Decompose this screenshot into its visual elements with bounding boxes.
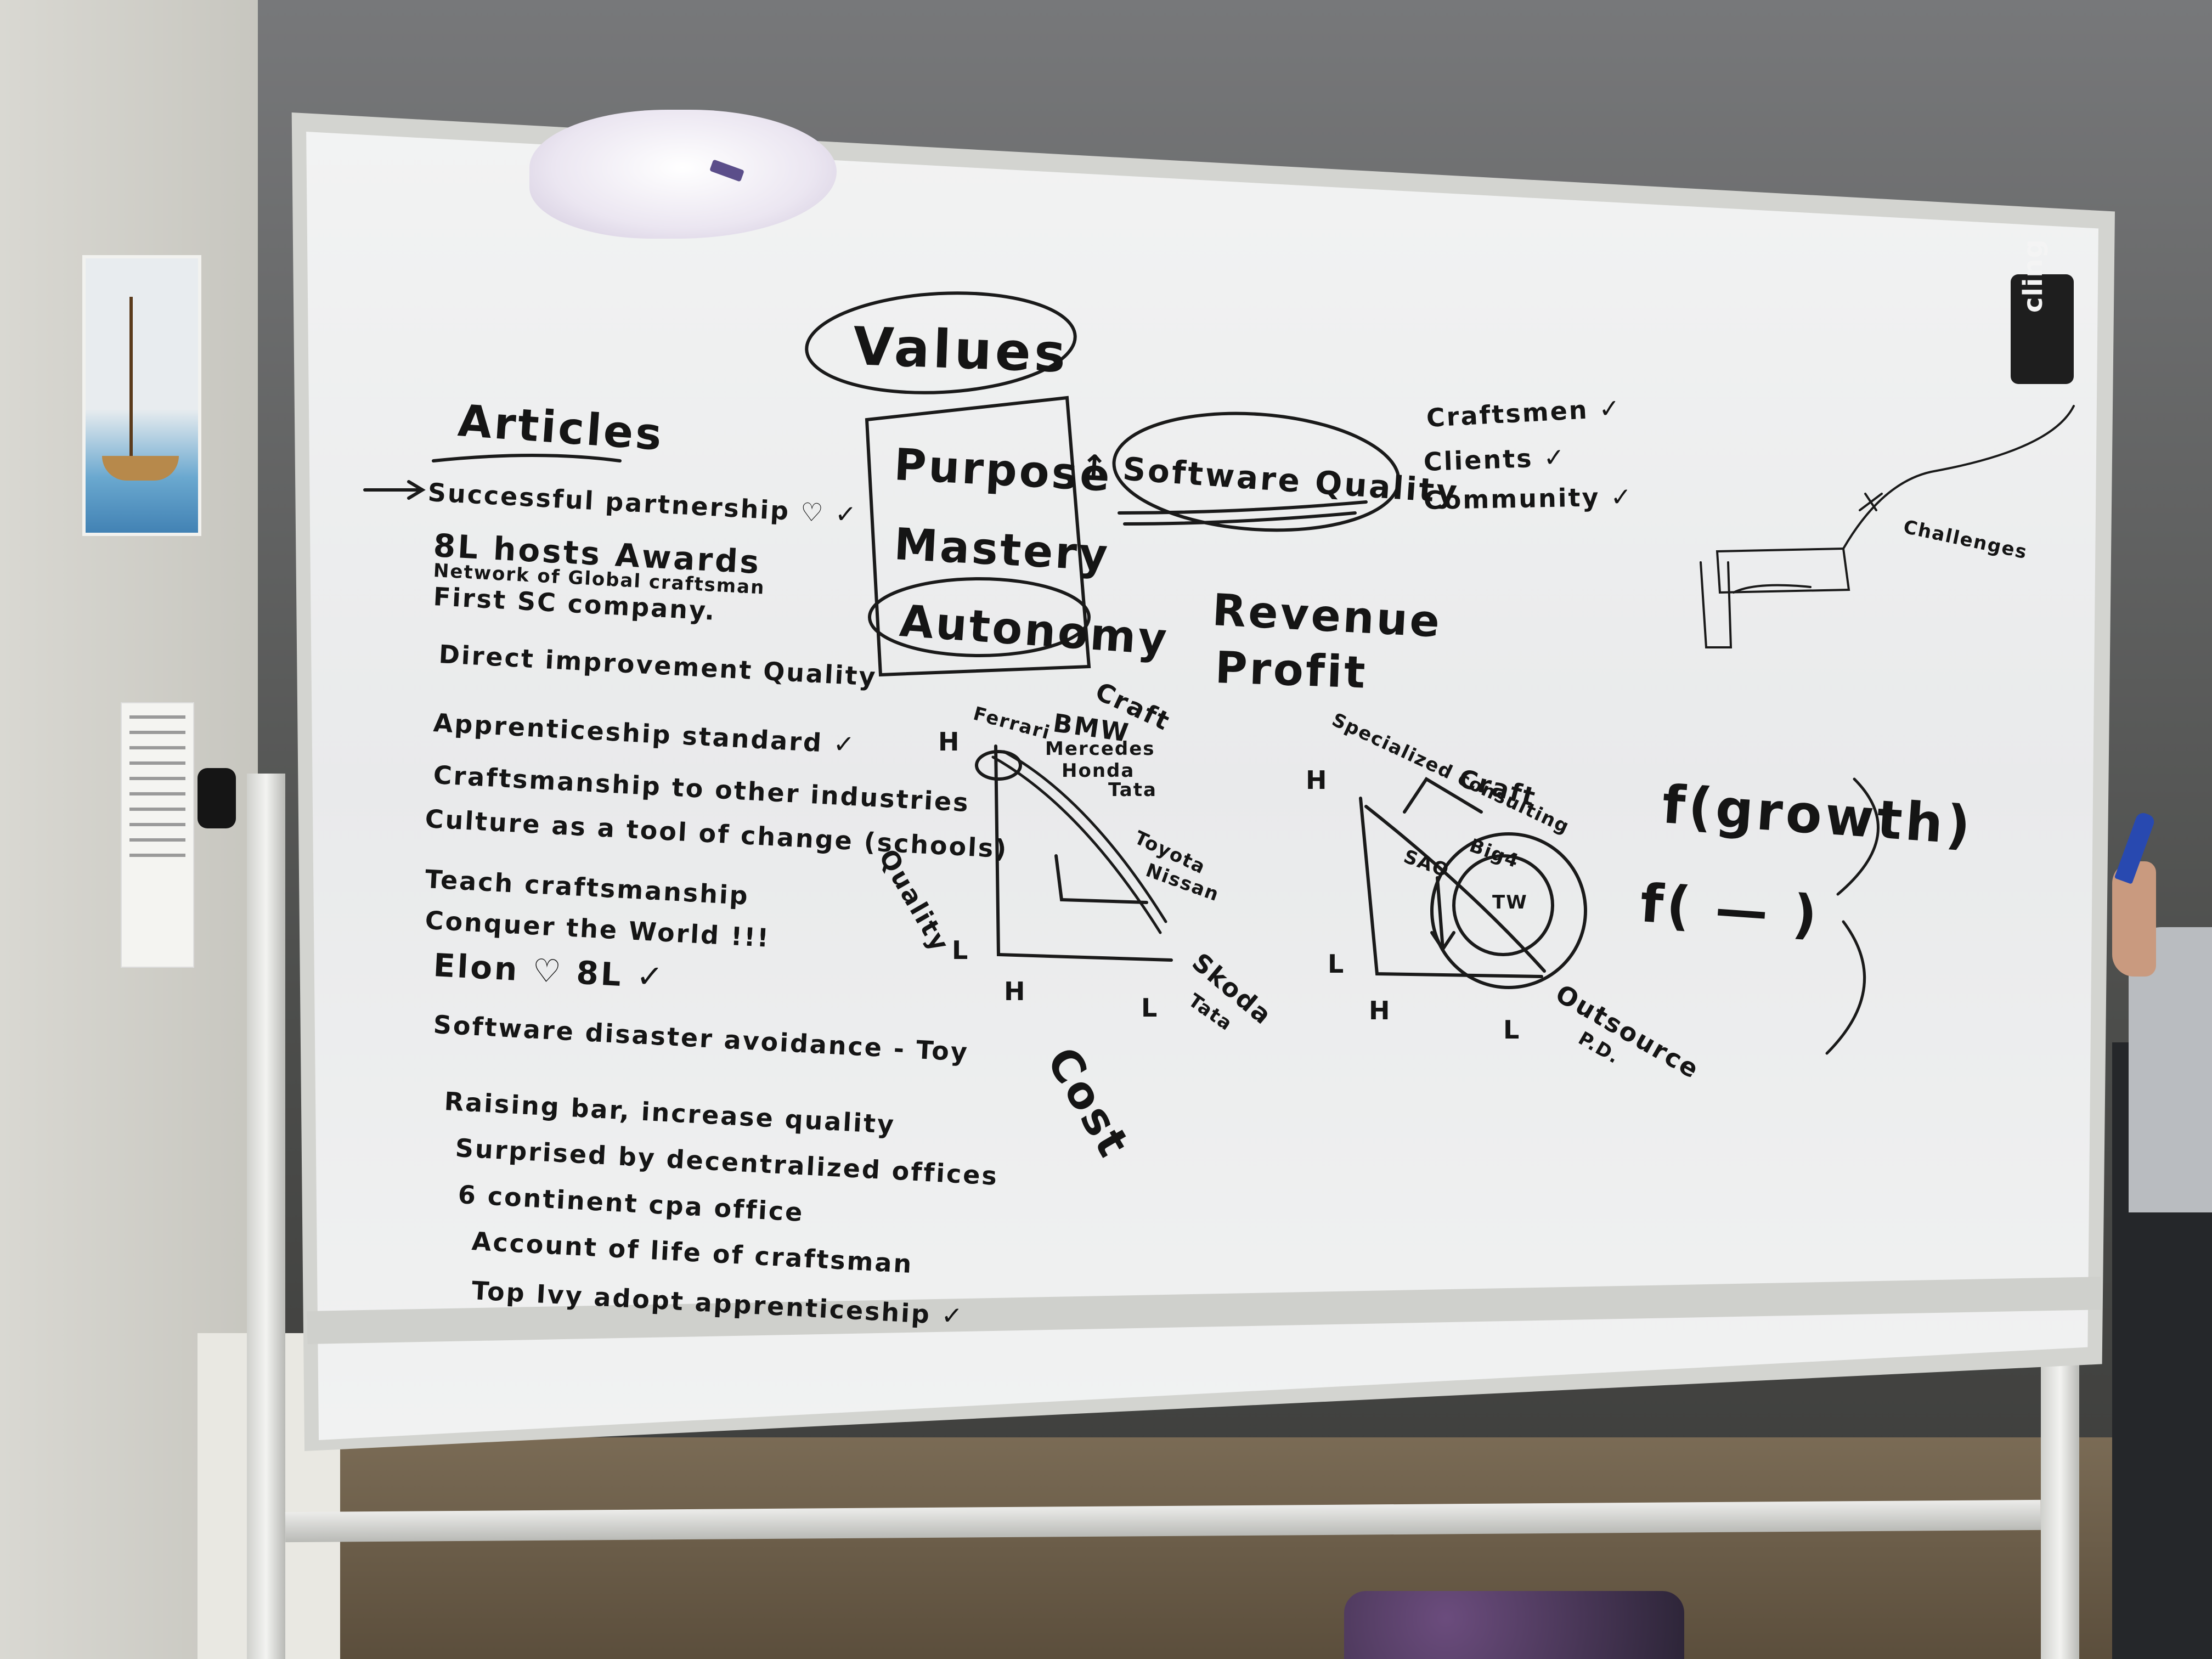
graph1-y-high: H xyxy=(938,727,961,757)
graph2-x-high: H xyxy=(1369,996,1392,1025)
graph2-x-low: L xyxy=(1503,1015,1521,1045)
graph1-x-low: L xyxy=(1141,993,1159,1023)
graph2-tw: TW xyxy=(1492,891,1528,913)
stand-knob xyxy=(198,768,236,828)
ship-painting xyxy=(82,255,201,536)
graph1-mercedes: Mercedes xyxy=(1045,738,1155,760)
graph1-honda: Honda xyxy=(1062,760,1135,782)
graph2-y-low: L xyxy=(1328,949,1346,979)
wall-notice xyxy=(121,702,194,968)
graph1-y-low: L xyxy=(952,935,970,965)
values-heading: Values xyxy=(852,315,1070,385)
stakeholder-community: Community ✓ xyxy=(1423,482,1634,515)
eraser[interactable] xyxy=(2011,274,2074,384)
stakeholder-clients: Clients ✓ xyxy=(1423,442,1567,477)
stand-leg-left xyxy=(247,774,285,1659)
floor xyxy=(258,1437,2212,1659)
graph2-y-high: H xyxy=(1306,765,1329,795)
graph1-x-high: H xyxy=(1004,977,1027,1006)
f-minus: f( — ) xyxy=(1638,872,1822,946)
floral-bag xyxy=(1344,1591,1684,1659)
whiteboard xyxy=(306,132,2098,1440)
hand-holding-marker xyxy=(2112,861,2156,977)
cloth-on-board xyxy=(529,110,837,239)
graph1-tata: Tata xyxy=(1108,779,1157,801)
profit-label: Profit xyxy=(1214,642,1368,698)
